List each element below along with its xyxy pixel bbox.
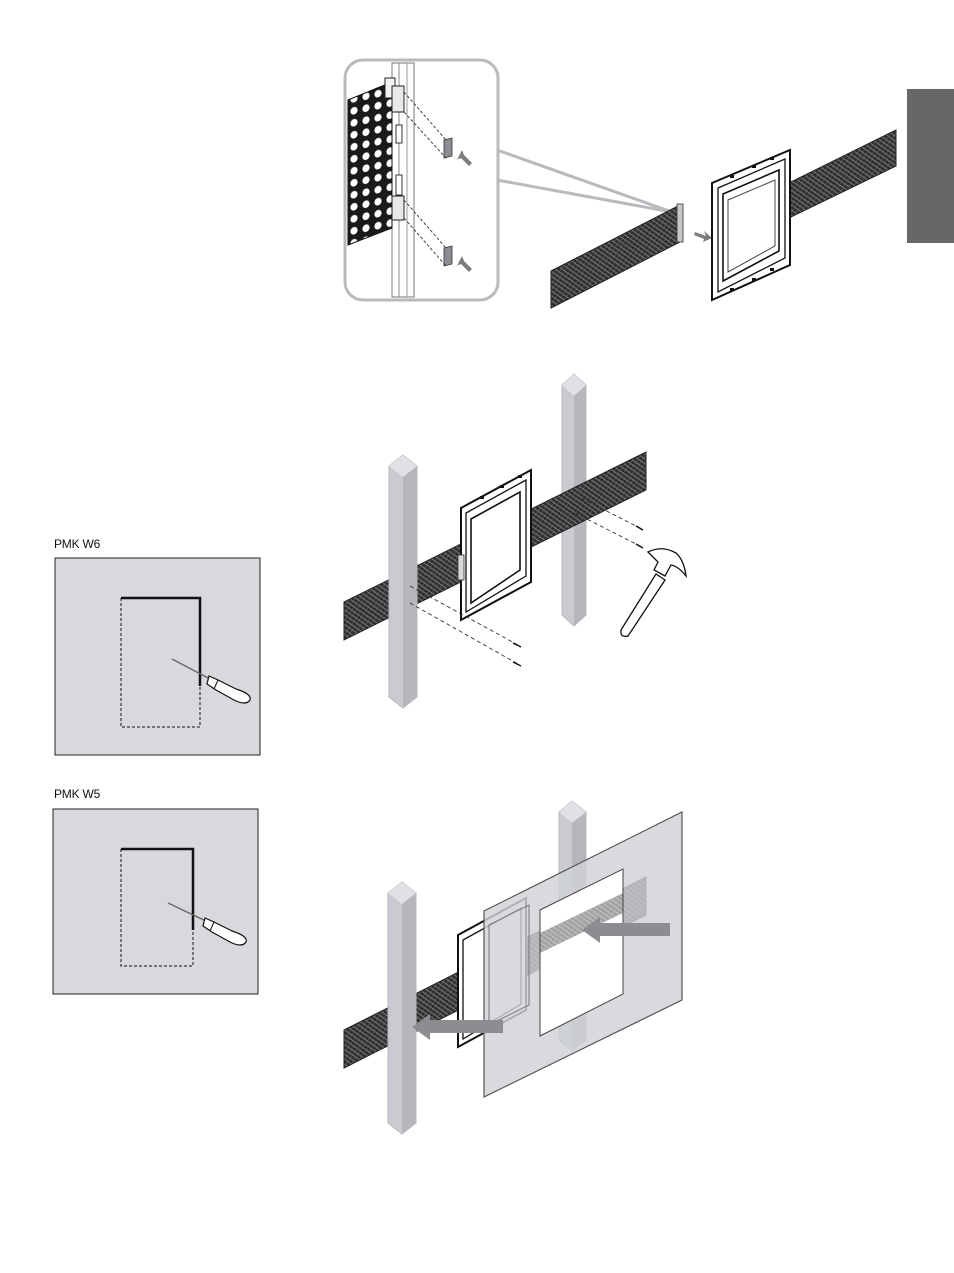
pmk-w5-wall-panel bbox=[53, 809, 258, 994]
stud-left-2 bbox=[389, 455, 417, 708]
hammer-icon bbox=[621, 549, 686, 637]
back-box-frame-1 bbox=[712, 150, 790, 300]
back-box-frame-2 bbox=[458, 470, 531, 620]
pmk-w6-wall-panel bbox=[55, 558, 260, 755]
stud-left-3 bbox=[388, 882, 416, 1134]
mesh-strip-right bbox=[789, 130, 896, 218]
side-tab bbox=[907, 89, 954, 243]
insert-arrow bbox=[694, 231, 712, 242]
mesh-strip-left bbox=[551, 204, 683, 308]
